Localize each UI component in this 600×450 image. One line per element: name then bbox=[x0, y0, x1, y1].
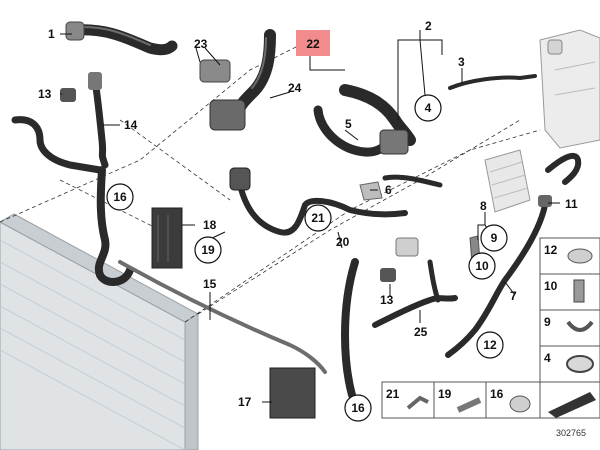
svg-text:21: 21 bbox=[311, 211, 325, 225]
callout-2: 2 bbox=[425, 19, 432, 33]
callout-7: 7 bbox=[510, 289, 517, 303]
callout-17: 17 bbox=[238, 395, 252, 409]
callout-11: 11 bbox=[565, 197, 578, 211]
legend-bottom: 21 19 16 bbox=[381, 381, 541, 419]
legend-label-19: 19 bbox=[438, 387, 452, 401]
legend-label-12: 12 bbox=[544, 243, 558, 257]
callout-18: 18 bbox=[203, 218, 217, 232]
svg-text:12: 12 bbox=[483, 338, 497, 352]
svg-text:22: 22 bbox=[306, 37, 320, 51]
svg-text:10: 10 bbox=[475, 259, 489, 273]
callout-1: 1 bbox=[48, 27, 55, 41]
callout-13-lower: 13 bbox=[380, 293, 394, 307]
legend-label-10: 10 bbox=[544, 279, 558, 293]
leader-lines bbox=[60, 30, 560, 403]
callout-13-upper: 13 bbox=[38, 87, 52, 101]
hoses bbox=[11, 24, 582, 399]
callout-22: 22 bbox=[296, 30, 330, 56]
callout-5: 5 bbox=[345, 117, 352, 131]
clamp-13-lower bbox=[380, 268, 396, 282]
bolt-icon bbox=[573, 279, 585, 303]
svg-text:16: 16 bbox=[113, 190, 127, 204]
legend-label-9: 9 bbox=[544, 315, 551, 329]
reference-number: 302765 bbox=[556, 428, 586, 438]
callouts: 1 2 3 4 5 6 7 8 9 10 11 12 13 13 14 15 bbox=[38, 19, 578, 422]
hose-clamp-icon bbox=[567, 248, 593, 264]
callout-16-lower: 16 bbox=[344, 394, 372, 422]
bracket-17 bbox=[269, 367, 316, 419]
valve-block-23 bbox=[199, 59, 231, 83]
callout-9: 9 bbox=[480, 224, 508, 252]
callout-19: 19 bbox=[194, 236, 222, 264]
callout-16-upper: 16 bbox=[106, 183, 134, 211]
legend-right: 12 10 9 4 bbox=[539, 237, 600, 419]
callout-12: 12 bbox=[476, 331, 504, 359]
callout-25: 25 bbox=[414, 325, 428, 339]
callout-24: 24 bbox=[288, 81, 302, 95]
band-clamp-icon bbox=[566, 355, 594, 373]
callout-20: 20 bbox=[336, 235, 350, 249]
retainer-icon bbox=[406, 395, 429, 410]
bracket-18 bbox=[151, 207, 183, 269]
small-parts bbox=[60, 21, 552, 419]
legend-label-21: 21 bbox=[386, 387, 400, 401]
spring-clamp-icon bbox=[509, 395, 531, 413]
expansion-tank bbox=[539, 29, 600, 149]
legend-label-4: 4 bbox=[544, 351, 551, 365]
callout-14: 14 bbox=[124, 118, 138, 132]
callout-21: 21 bbox=[304, 204, 332, 232]
callout-3: 3 bbox=[458, 55, 465, 69]
highlight-box bbox=[296, 30, 330, 56]
svg-text:19: 19 bbox=[201, 243, 215, 257]
clamp-13-upper bbox=[60, 88, 76, 102]
strap-icon bbox=[456, 397, 482, 413]
svg-text:9: 9 bbox=[491, 231, 498, 245]
arrow-icon bbox=[548, 392, 596, 418]
heat-exchanger bbox=[484, 149, 531, 213]
callout-23: 23 bbox=[194, 37, 208, 51]
callout-10: 10 bbox=[468, 252, 496, 280]
callout-4: 4 bbox=[414, 94, 442, 122]
callout-6: 6 bbox=[385, 183, 392, 197]
legend-label-16: 16 bbox=[490, 387, 504, 401]
svg-text:4: 4 bbox=[425, 101, 432, 115]
callout-15: 15 bbox=[203, 277, 217, 291]
callout-8: 8 bbox=[480, 199, 487, 213]
svg-text:16: 16 bbox=[351, 401, 365, 415]
clip-icon bbox=[566, 320, 594, 332]
